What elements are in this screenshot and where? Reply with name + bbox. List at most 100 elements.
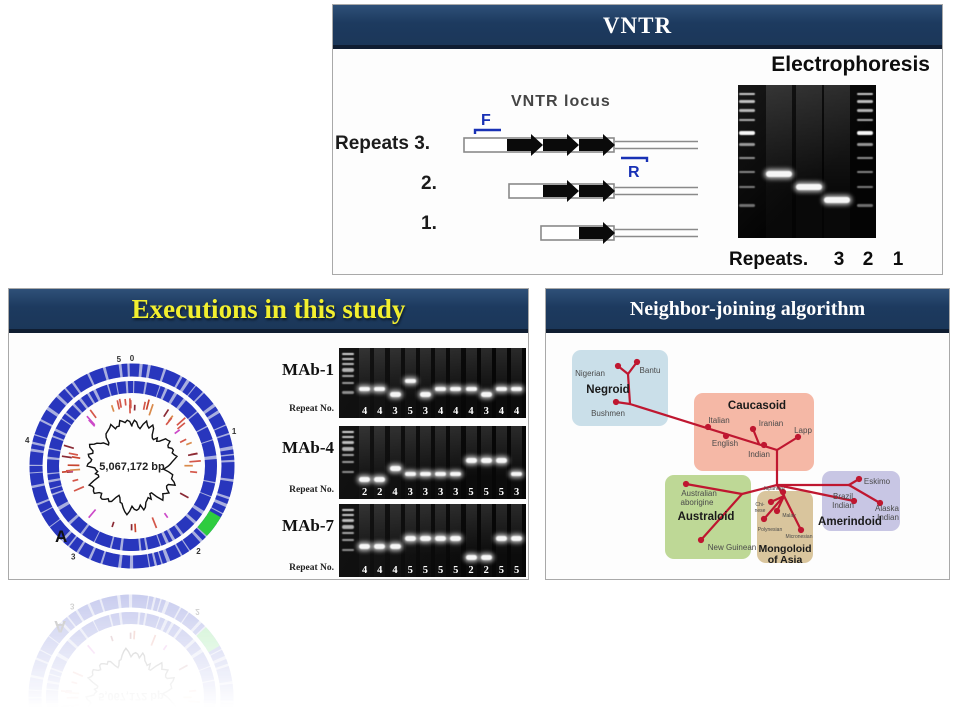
- repeat-number: 4: [361, 406, 368, 417]
- repeat-arrows-row3: [507, 134, 615, 156]
- vntr-locus-label: VNTR locus: [511, 93, 611, 110]
- gel-band: [857, 185, 873, 189]
- repeat-number: 3: [453, 487, 459, 498]
- svg-text:2: 2: [195, 607, 200, 616]
- tree-label: Indian: [877, 513, 899, 522]
- gel-band: [857, 100, 873, 103]
- gel-lane-smear: [374, 426, 386, 499]
- tree-node-dot: [704, 423, 712, 431]
- gel-band: [739, 109, 755, 112]
- repeat-number: 5: [498, 565, 505, 576]
- gel-lane-smear: [511, 348, 523, 418]
- gel-band: [342, 549, 354, 552]
- gel-band: [857, 130, 873, 135]
- figure-letter: A: [55, 527, 68, 546]
- repeat-number: 4: [377, 406, 383, 417]
- gel-band: [511, 386, 523, 391]
- tree-label: Australian: [681, 489, 717, 498]
- gel-band: [739, 185, 755, 189]
- gel-band: [480, 458, 492, 463]
- tree-branch: [775, 483, 856, 503]
- electrophoresis-label: Electrophoresis: [771, 53, 930, 76]
- gel-band: [739, 92, 755, 96]
- repeat-number: 3: [483, 406, 489, 417]
- repeat-number: 4: [377, 565, 383, 576]
- gel-row-label: MAb-1: [282, 360, 334, 379]
- gel-band: [450, 471, 462, 477]
- gel-band: [511, 471, 523, 477]
- tree-node-dot: [794, 433, 802, 441]
- gel-band: [389, 466, 401, 471]
- gel-band: [342, 509, 354, 512]
- gel-band: [342, 539, 354, 542]
- gel-lane-smear: [766, 85, 792, 238]
- tree-node-dot: [749, 425, 757, 433]
- gel-lane-smear: [824, 85, 850, 238]
- gel-band: [465, 458, 477, 463]
- tree-label: Mongoloid: [758, 543, 811, 555]
- gel-band: [342, 471, 354, 474]
- gel-lane-smear: [511, 426, 523, 499]
- repeat-number: 4: [437, 406, 444, 417]
- gel-band: [857, 118, 873, 122]
- repeat-number: 5: [407, 406, 413, 417]
- gel-band: [389, 392, 401, 397]
- gel-band: [404, 471, 416, 477]
- tree-label: Amerindoid: [818, 516, 882, 528]
- gel-band: [435, 471, 447, 477]
- executions-panel-header: Executions in this study: [9, 289, 528, 333]
- gel-band: [465, 386, 477, 391]
- repeat-number: 5: [407, 565, 413, 576]
- gel-band: [450, 386, 462, 391]
- gel-band: [495, 536, 507, 541]
- gel-band: [739, 156, 755, 160]
- tree-label: aborigine: [681, 498, 714, 507]
- repeat-number: 5: [422, 565, 429, 576]
- gel-band: [342, 357, 354, 360]
- tree-node-dot: [760, 441, 768, 449]
- gel-band: [342, 453, 354, 456]
- genome-scale-mark: 4: [25, 436, 30, 445]
- tree-label: Alaska: [875, 504, 900, 513]
- gel-lane-smear: [359, 426, 371, 499]
- repeat-number: 4: [392, 487, 398, 498]
- gel-band: [857, 109, 873, 112]
- tree-label: English: [712, 439, 738, 448]
- gel-caption-number: 1: [892, 249, 904, 270]
- genome-size-label: 5,067,172 bp: [99, 461, 165, 473]
- repeat-number: 3: [407, 487, 413, 498]
- repeat-number: 4: [498, 406, 505, 417]
- repeat-no-label: Repeat No.: [289, 485, 334, 495]
- svg-text:3: 3: [70, 601, 75, 610]
- gel-band: [389, 544, 401, 549]
- gel-lane-smear: [435, 348, 447, 418]
- tree-node-dot: [760, 515, 768, 523]
- repeat-number: 4: [392, 565, 398, 576]
- repeat-number: 2: [483, 565, 489, 576]
- genome-scale-mark: 2: [196, 547, 201, 556]
- tree-branch: [782, 494, 803, 532]
- tree-branch: [847, 483, 882, 505]
- genome-scale-mark: 5: [117, 355, 122, 364]
- gel-caption-number: 2: [862, 249, 874, 270]
- gel-lane-smear: [389, 348, 401, 418]
- tree-branch: [762, 494, 786, 521]
- gel-band: [857, 156, 873, 160]
- tree-label: Polynesian: [758, 527, 783, 533]
- gel-band: [766, 170, 792, 177]
- gel-band: [796, 183, 822, 190]
- gel-band: [480, 392, 492, 397]
- executions-panel-title: Executions in this study: [131, 293, 406, 324]
- gel-band: [342, 391, 354, 394]
- gel-band: [739, 118, 755, 122]
- gel-band: [342, 514, 354, 517]
- gel-lane-smear: [465, 504, 477, 577]
